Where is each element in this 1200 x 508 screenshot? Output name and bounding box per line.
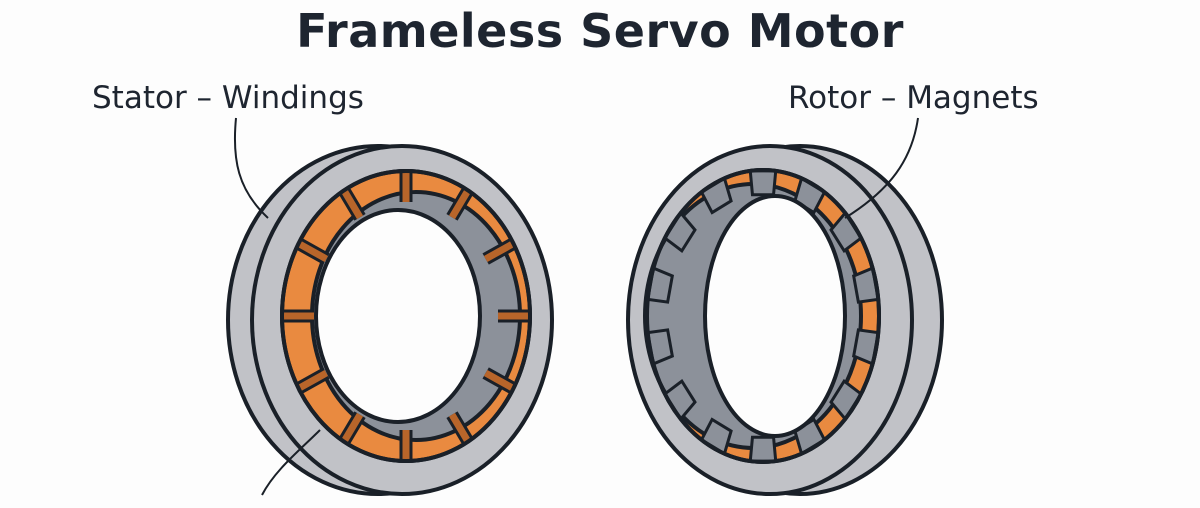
center-hole: [314, 208, 482, 424]
ring-outer-edge: [645, 168, 881, 464]
center-hole: [703, 194, 847, 438]
magnet-spacer: [748, 169, 778, 197]
magnet-spacer: [748, 435, 778, 463]
stator-lower-leader-line: [261, 429, 321, 496]
rotor-ring: [626, 144, 944, 496]
ring-outer-edge: [280, 169, 532, 463]
stator-ring: [226, 144, 554, 496]
winding-divider: [340, 188, 364, 220]
winding-divider: [483, 369, 516, 392]
winding-divider: [296, 369, 329, 392]
diagram-title: Frameless Servo Motor: [296, 4, 904, 58]
stator-leader-line: [233, 117, 269, 219]
stator-label: Stator – Windings: [92, 80, 364, 116]
winding-divider: [448, 412, 472, 444]
rotor-leader-line: [844, 117, 919, 219]
rotor-label: Rotor – Magnets: [788, 80, 1039, 116]
winding-divider: [296, 240, 329, 263]
winding-divider: [448, 188, 472, 220]
winding-divider: [483, 240, 516, 263]
winding-divider: [340, 412, 364, 444]
